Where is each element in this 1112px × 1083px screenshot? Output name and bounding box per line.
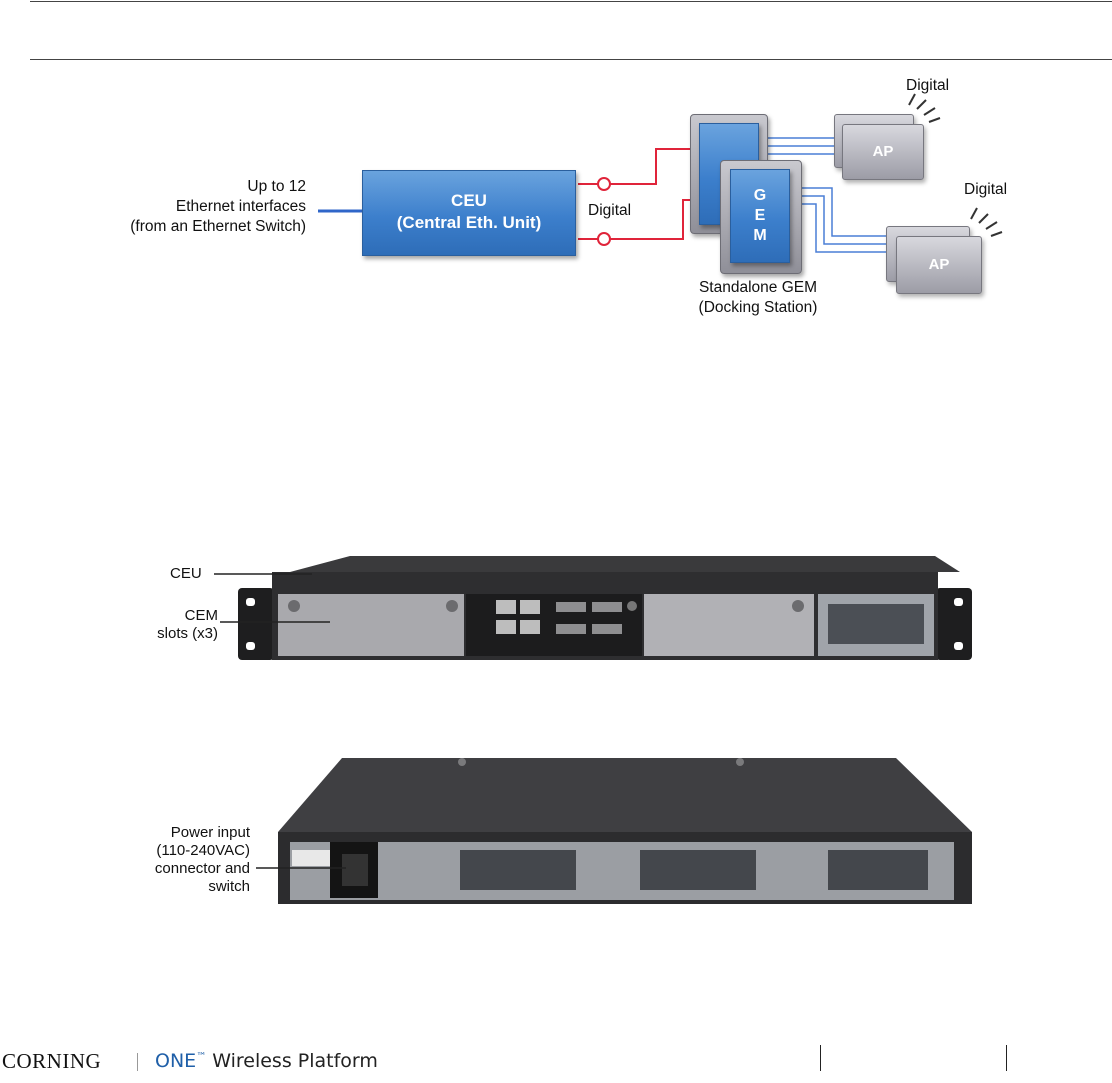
ceu-front-photo: CEU CEM slots (x3) bbox=[0, 550, 1112, 670]
callout-power-line: switch bbox=[110, 878, 250, 896]
callout-power-input: Power input (110-240VAC) connector and s… bbox=[110, 824, 250, 896]
callout-ceu: CEU bbox=[170, 565, 202, 583]
gem-module-front-face: G E M bbox=[730, 169, 790, 263]
footer-divider-left bbox=[820, 1045, 821, 1071]
callout-cem-line: slots (x3) bbox=[130, 625, 218, 643]
link-digital-label: Digital bbox=[588, 202, 631, 220]
gem-letter: E bbox=[731, 206, 789, 226]
wireless-label-upper: Digital bbox=[906, 77, 949, 95]
product-name: ONE™ Wireless Platform bbox=[155, 1050, 378, 1072]
product-one: ONE bbox=[155, 1050, 196, 1072]
gem-caption: Standalone GEM (Docking Station) bbox=[678, 278, 838, 318]
ceu-rear-photo: Power input (110-240VAC) connector and s… bbox=[0, 750, 1112, 920]
ap-lower-front: AP bbox=[896, 236, 982, 294]
callout-cem-slots: CEM slots (x3) bbox=[130, 607, 218, 643]
wireless-icon-lower bbox=[971, 208, 1002, 236]
wireless-label-lower: Digital bbox=[964, 181, 1007, 199]
gem-letter: M bbox=[731, 226, 789, 246]
product-trademark: ™ bbox=[196, 1052, 206, 1063]
corning-logo: CORNING bbox=[2, 1049, 101, 1074]
ap-upper-front: AP bbox=[842, 124, 924, 180]
gem-caption-line: (Docking Station) bbox=[678, 298, 838, 318]
fiber-connector-top bbox=[598, 178, 610, 190]
product-rest: Wireless Platform bbox=[206, 1050, 378, 1072]
callout-power-line: Power input bbox=[110, 824, 250, 842]
ceu-box-subtitle: (Central Eth. Unit) bbox=[363, 212, 575, 234]
footer-divider-right bbox=[1006, 1045, 1007, 1071]
callout-cem-line: CEM bbox=[130, 607, 218, 625]
header-top-rule bbox=[30, 1, 1112, 2]
ap-link-2c bbox=[798, 204, 892, 252]
gem-letter: G bbox=[731, 186, 789, 206]
ap-link-2a bbox=[798, 188, 892, 236]
fiber-link-top bbox=[578, 149, 700, 184]
ceu-box-title: CEU bbox=[363, 190, 575, 212]
footer-separator bbox=[137, 1053, 138, 1071]
fiber-connector-bottom bbox=[598, 233, 610, 245]
ethernet-input-label-line: (from an Ethernet Switch) bbox=[80, 217, 306, 237]
ethernet-input-label: Up to 12 Ethernet interfaces (from an Et… bbox=[80, 177, 306, 237]
ap-lower-label: AP bbox=[929, 256, 950, 273]
system-diagram: Up to 12 Ethernet interfaces (from an Et… bbox=[0, 60, 1112, 340]
gem-module-front: G E M bbox=[720, 160, 802, 274]
ethernet-input-label-line: Up to 12 bbox=[80, 177, 306, 197]
ap-upper-label: AP bbox=[873, 143, 894, 160]
ap-link-2b bbox=[798, 196, 892, 244]
gem-caption-line: Standalone GEM bbox=[678, 278, 838, 298]
ceu-box: CEU (Central Eth. Unit) bbox=[362, 170, 576, 256]
ethernet-input-label-line: Ethernet interfaces bbox=[80, 197, 306, 217]
callout-power-line: connector and bbox=[110, 860, 250, 878]
callout-power-line: (110-240VAC) bbox=[110, 842, 250, 860]
